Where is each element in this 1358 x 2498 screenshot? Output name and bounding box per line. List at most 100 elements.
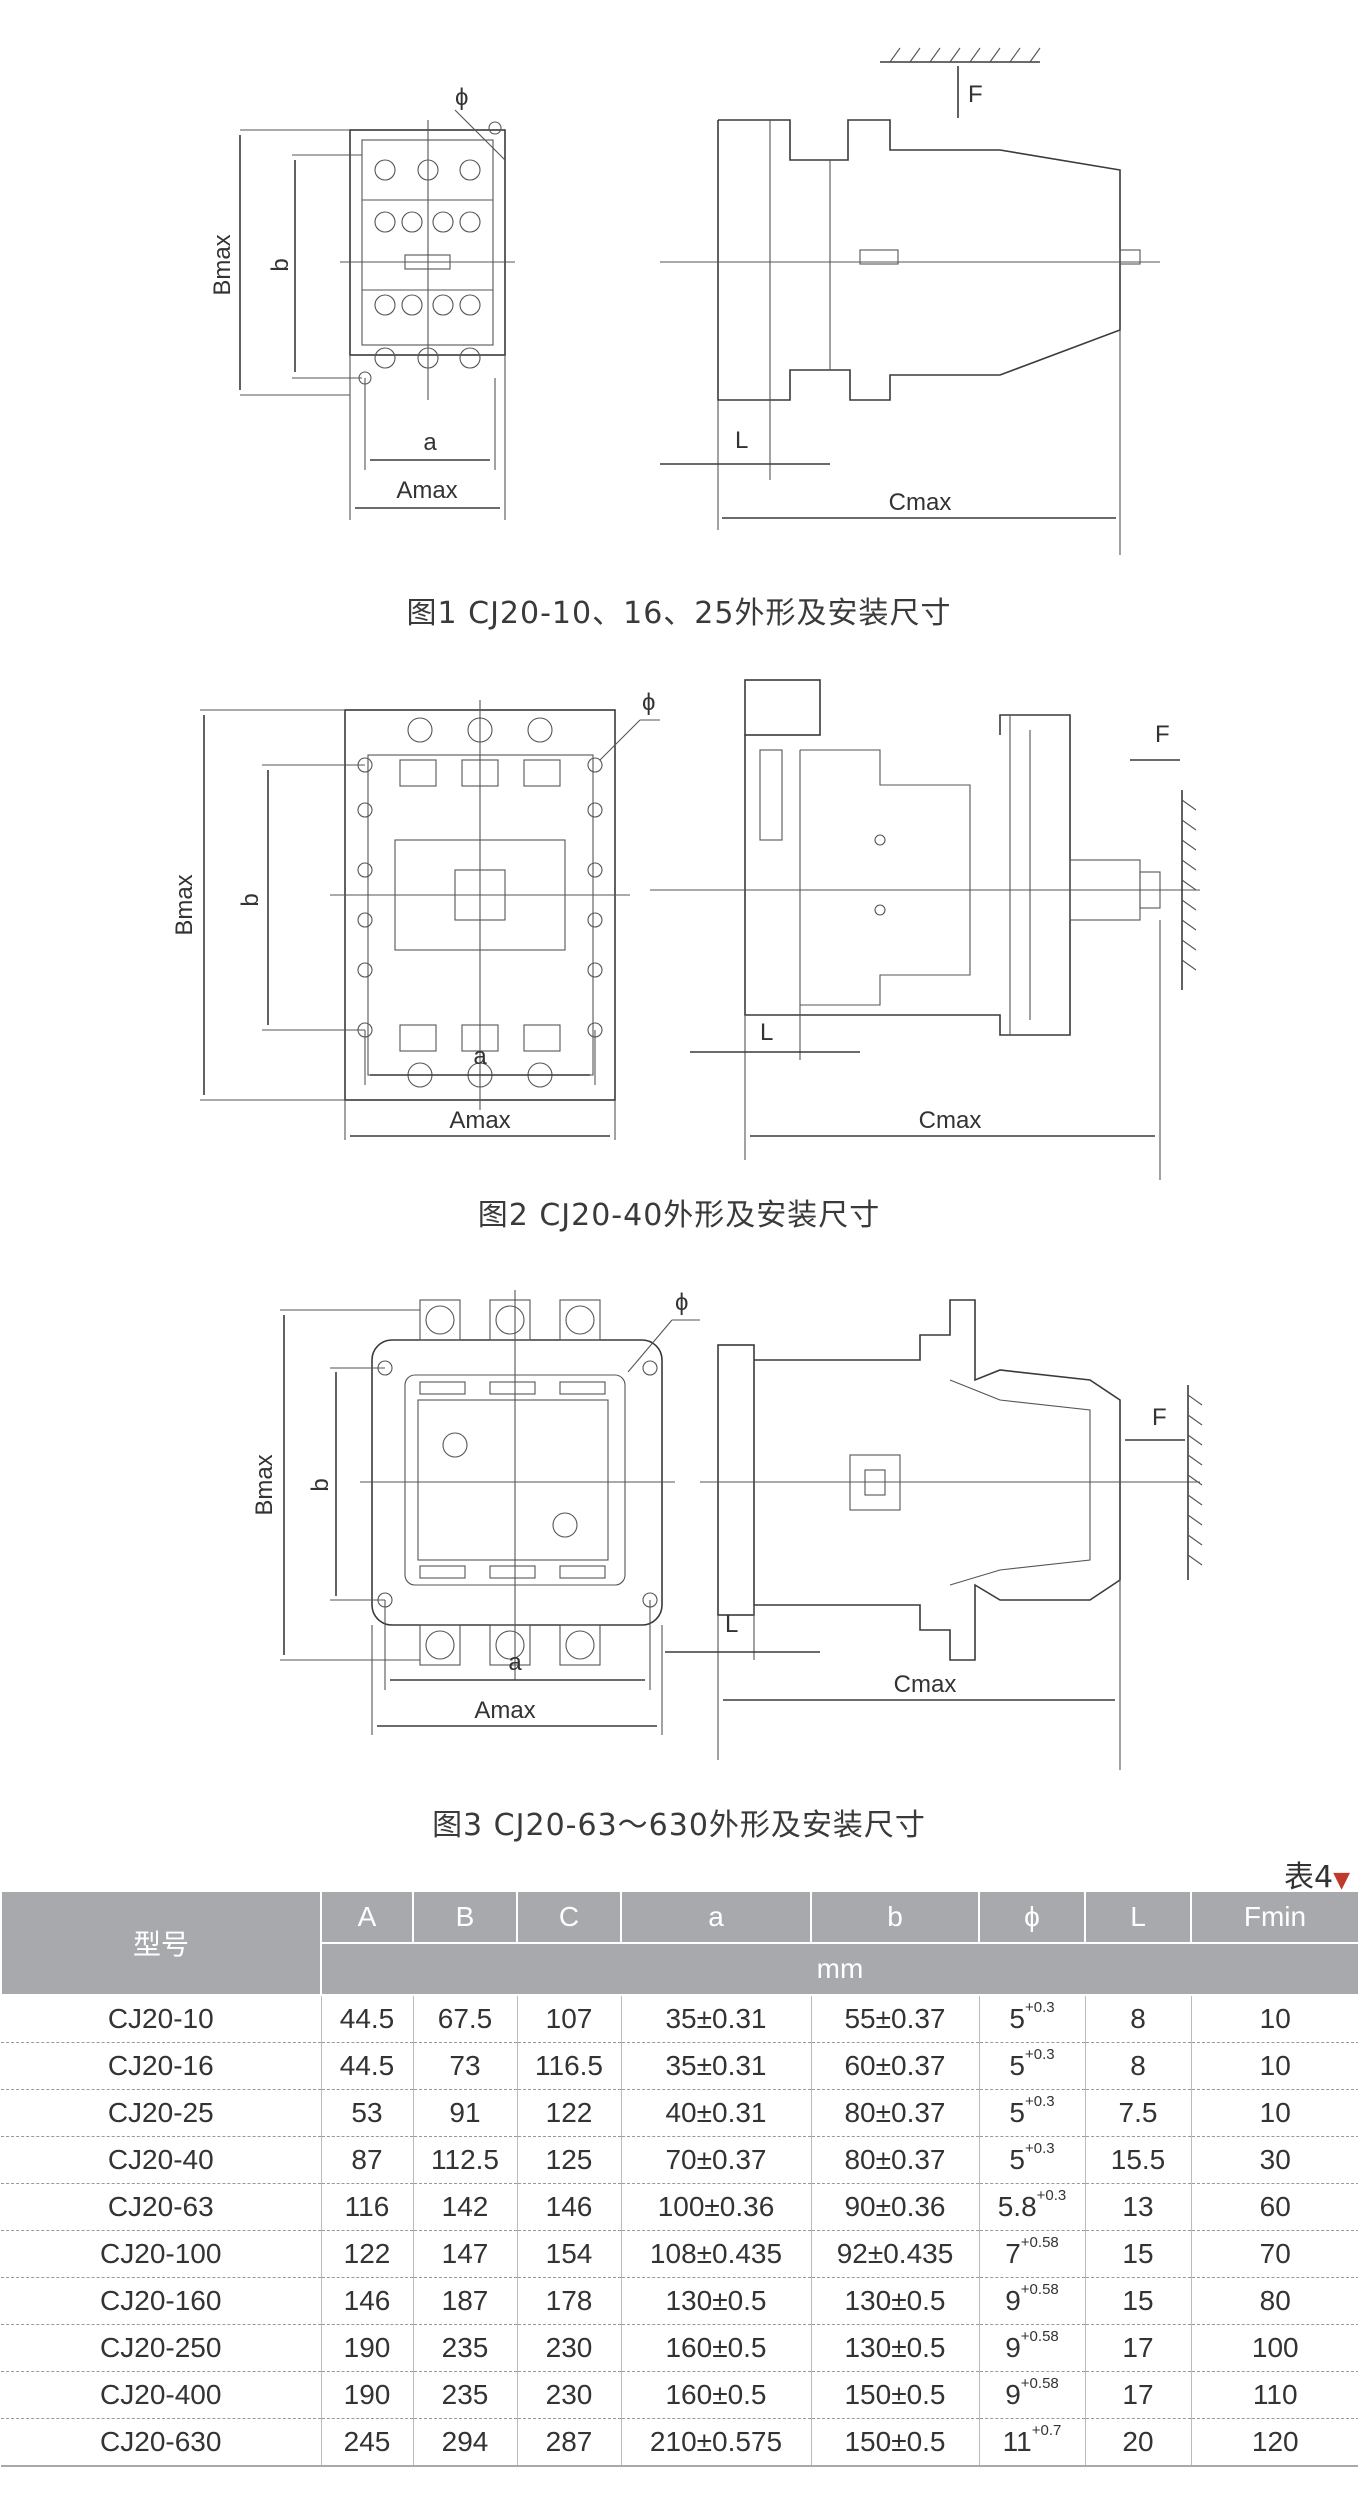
a-cell: 100±0.36 — [620, 2183, 811, 2231]
down-arrow-icon: ▼ — [1333, 1868, 1350, 1893]
fig1-cmax-label: Cmax — [889, 489, 952, 516]
A-cell: 116 — [320, 2183, 413, 2231]
fig2-b-label: b — [237, 893, 264, 906]
Fmin-cell: 110 — [1190, 2371, 1358, 2419]
B-cell: 147 — [412, 2230, 517, 2278]
phi-tolerance: +0.3 — [1036, 2186, 1067, 2204]
phi-tolerance: +0.58 — [1020, 2233, 1059, 2251]
phi-tolerance: +0.58 — [1020, 2327, 1059, 2345]
phi-tolerance: +0.58 — [1020, 2280, 1059, 2298]
fig3-cmax-label: Cmax — [894, 1671, 957, 1698]
fig3-f-label: F — [1152, 1404, 1167, 1431]
figure-2-drawing: Bmax b a Amax ϕ F L Cmax — [0, 660, 1358, 1200]
L-cell: 20 — [1084, 2418, 1191, 2467]
Fmin-cell: 80 — [1190, 2277, 1358, 2325]
fig3-a-label: a — [508, 1649, 522, 1676]
L-cell: 8 — [1084, 1994, 1191, 2043]
Fmin-cell: 120 — [1190, 2418, 1358, 2467]
B-cell: 142 — [412, 2183, 517, 2231]
C-cell: 154 — [516, 2230, 621, 2278]
b-cell: 150±0.5 — [810, 2418, 979, 2467]
fig2-amax-label: Amax — [449, 1107, 510, 1134]
fig3-side-view — [700, 1299, 1200, 1661]
model-cell: CJ20-160 — [1, 2277, 321, 2325]
A-cell: 146 — [320, 2277, 413, 2325]
C-cell: 230 — [516, 2371, 621, 2419]
fig2-phi-label: ϕ — [642, 689, 655, 716]
C-cell: 178 — [516, 2277, 621, 2325]
C-cell: 230 — [516, 2324, 621, 2372]
model-cell: CJ20-63 — [1, 2183, 321, 2231]
fig3-front-view — [360, 1290, 675, 1680]
fig2-side-view — [650, 679, 1200, 1036]
model-cell: CJ20-400 — [1, 2371, 321, 2419]
Fmin-cell: 70 — [1190, 2230, 1358, 2278]
model-cell: CJ20-25 — [1, 2089, 321, 2137]
fig2-bmax-label: Bmax — [171, 874, 198, 935]
a-cell: 160±0.5 — [620, 2371, 811, 2419]
C-cell: 116.5 — [516, 2042, 621, 2090]
C-cell: 146 — [516, 2183, 621, 2231]
figure-3-caption: 图3 CJ20-63～630外形及安装尺寸 — [432, 1808, 926, 1843]
fig1-side-view — [660, 119, 1160, 401]
fig2-cmax-label: Cmax — [919, 1107, 982, 1134]
a-cell: 130±0.5 — [620, 2277, 811, 2325]
Fmin-cell: 60 — [1190, 2183, 1358, 2231]
fig3-amax-label: Amax — [474, 1697, 535, 1724]
fig3-b-label: b — [307, 1478, 334, 1491]
L-cell: 15.5 — [1084, 2136, 1191, 2184]
fig1-amax-label: Amax — [396, 477, 457, 504]
fig3-l-label: L — [725, 1611, 738, 1638]
L-cell: 17 — [1084, 2371, 1191, 2419]
phi-tolerance: +0.3 — [1024, 2092, 1055, 2110]
fig1-front-view — [340, 120, 515, 400]
L-cell: 8 — [1084, 2042, 1191, 2090]
phi-cell: 5+0.3 — [978, 2042, 1085, 2090]
B-cell: 294 — [412, 2418, 517, 2467]
fig2-a-label: a — [473, 1043, 487, 1070]
phi-cell: 5+0.3 — [978, 1994, 1085, 2043]
header-unit: mm — [320, 1942, 1358, 1996]
header-col-a: a — [620, 1890, 812, 1944]
phi-cell: 9+0.58 — [978, 2324, 1085, 2372]
L-cell: 13 — [1084, 2183, 1191, 2231]
fig1-f-label: F — [968, 81, 983, 108]
C-cell: 125 — [516, 2136, 621, 2184]
C-cell: 287 — [516, 2418, 621, 2467]
fig1-b-label: b — [267, 258, 294, 271]
phi-tolerance: +0.58 — [1020, 2374, 1059, 2392]
phi-cell: 7+0.58 — [978, 2230, 1085, 2278]
b-cell: 60±0.37 — [810, 2042, 979, 2090]
phi-tolerance: +0.3 — [1024, 1998, 1055, 2016]
L-cell: 17 — [1084, 2324, 1191, 2372]
header-col-phi: ϕ — [978, 1890, 1086, 1944]
A-cell: 245 — [320, 2418, 413, 2467]
b-cell: 80±0.37 — [810, 2136, 979, 2184]
model-cell: CJ20-40 — [1, 2136, 321, 2184]
fig3-phi-label: ϕ — [675, 1289, 688, 1316]
phi-cell: 5.8+0.3 — [978, 2183, 1085, 2231]
model-cell: CJ20-100 — [1, 2230, 321, 2278]
b-cell: 130±0.5 — [810, 2324, 979, 2372]
b-cell: 130±0.5 — [810, 2277, 979, 2325]
phi-cell: 9+0.58 — [978, 2277, 1085, 2325]
fig1-a-label: a — [423, 429, 437, 456]
A-cell: 44.5 — [320, 2042, 413, 2090]
a-cell: 40±0.31 — [620, 2089, 811, 2137]
B-cell: 235 — [412, 2371, 517, 2419]
phi-tolerance: +0.7 — [1031, 2421, 1062, 2439]
C-cell: 107 — [516, 1994, 621, 2043]
Fmin-cell: 10 — [1190, 2042, 1358, 2090]
B-cell: 91 — [412, 2089, 517, 2137]
header-col-A: A — [320, 1890, 414, 1944]
b-cell: 150±0.5 — [810, 2371, 979, 2419]
fig1-bmax-label: Bmax — [209, 234, 236, 295]
phi-cell: 5+0.3 — [978, 2136, 1085, 2184]
